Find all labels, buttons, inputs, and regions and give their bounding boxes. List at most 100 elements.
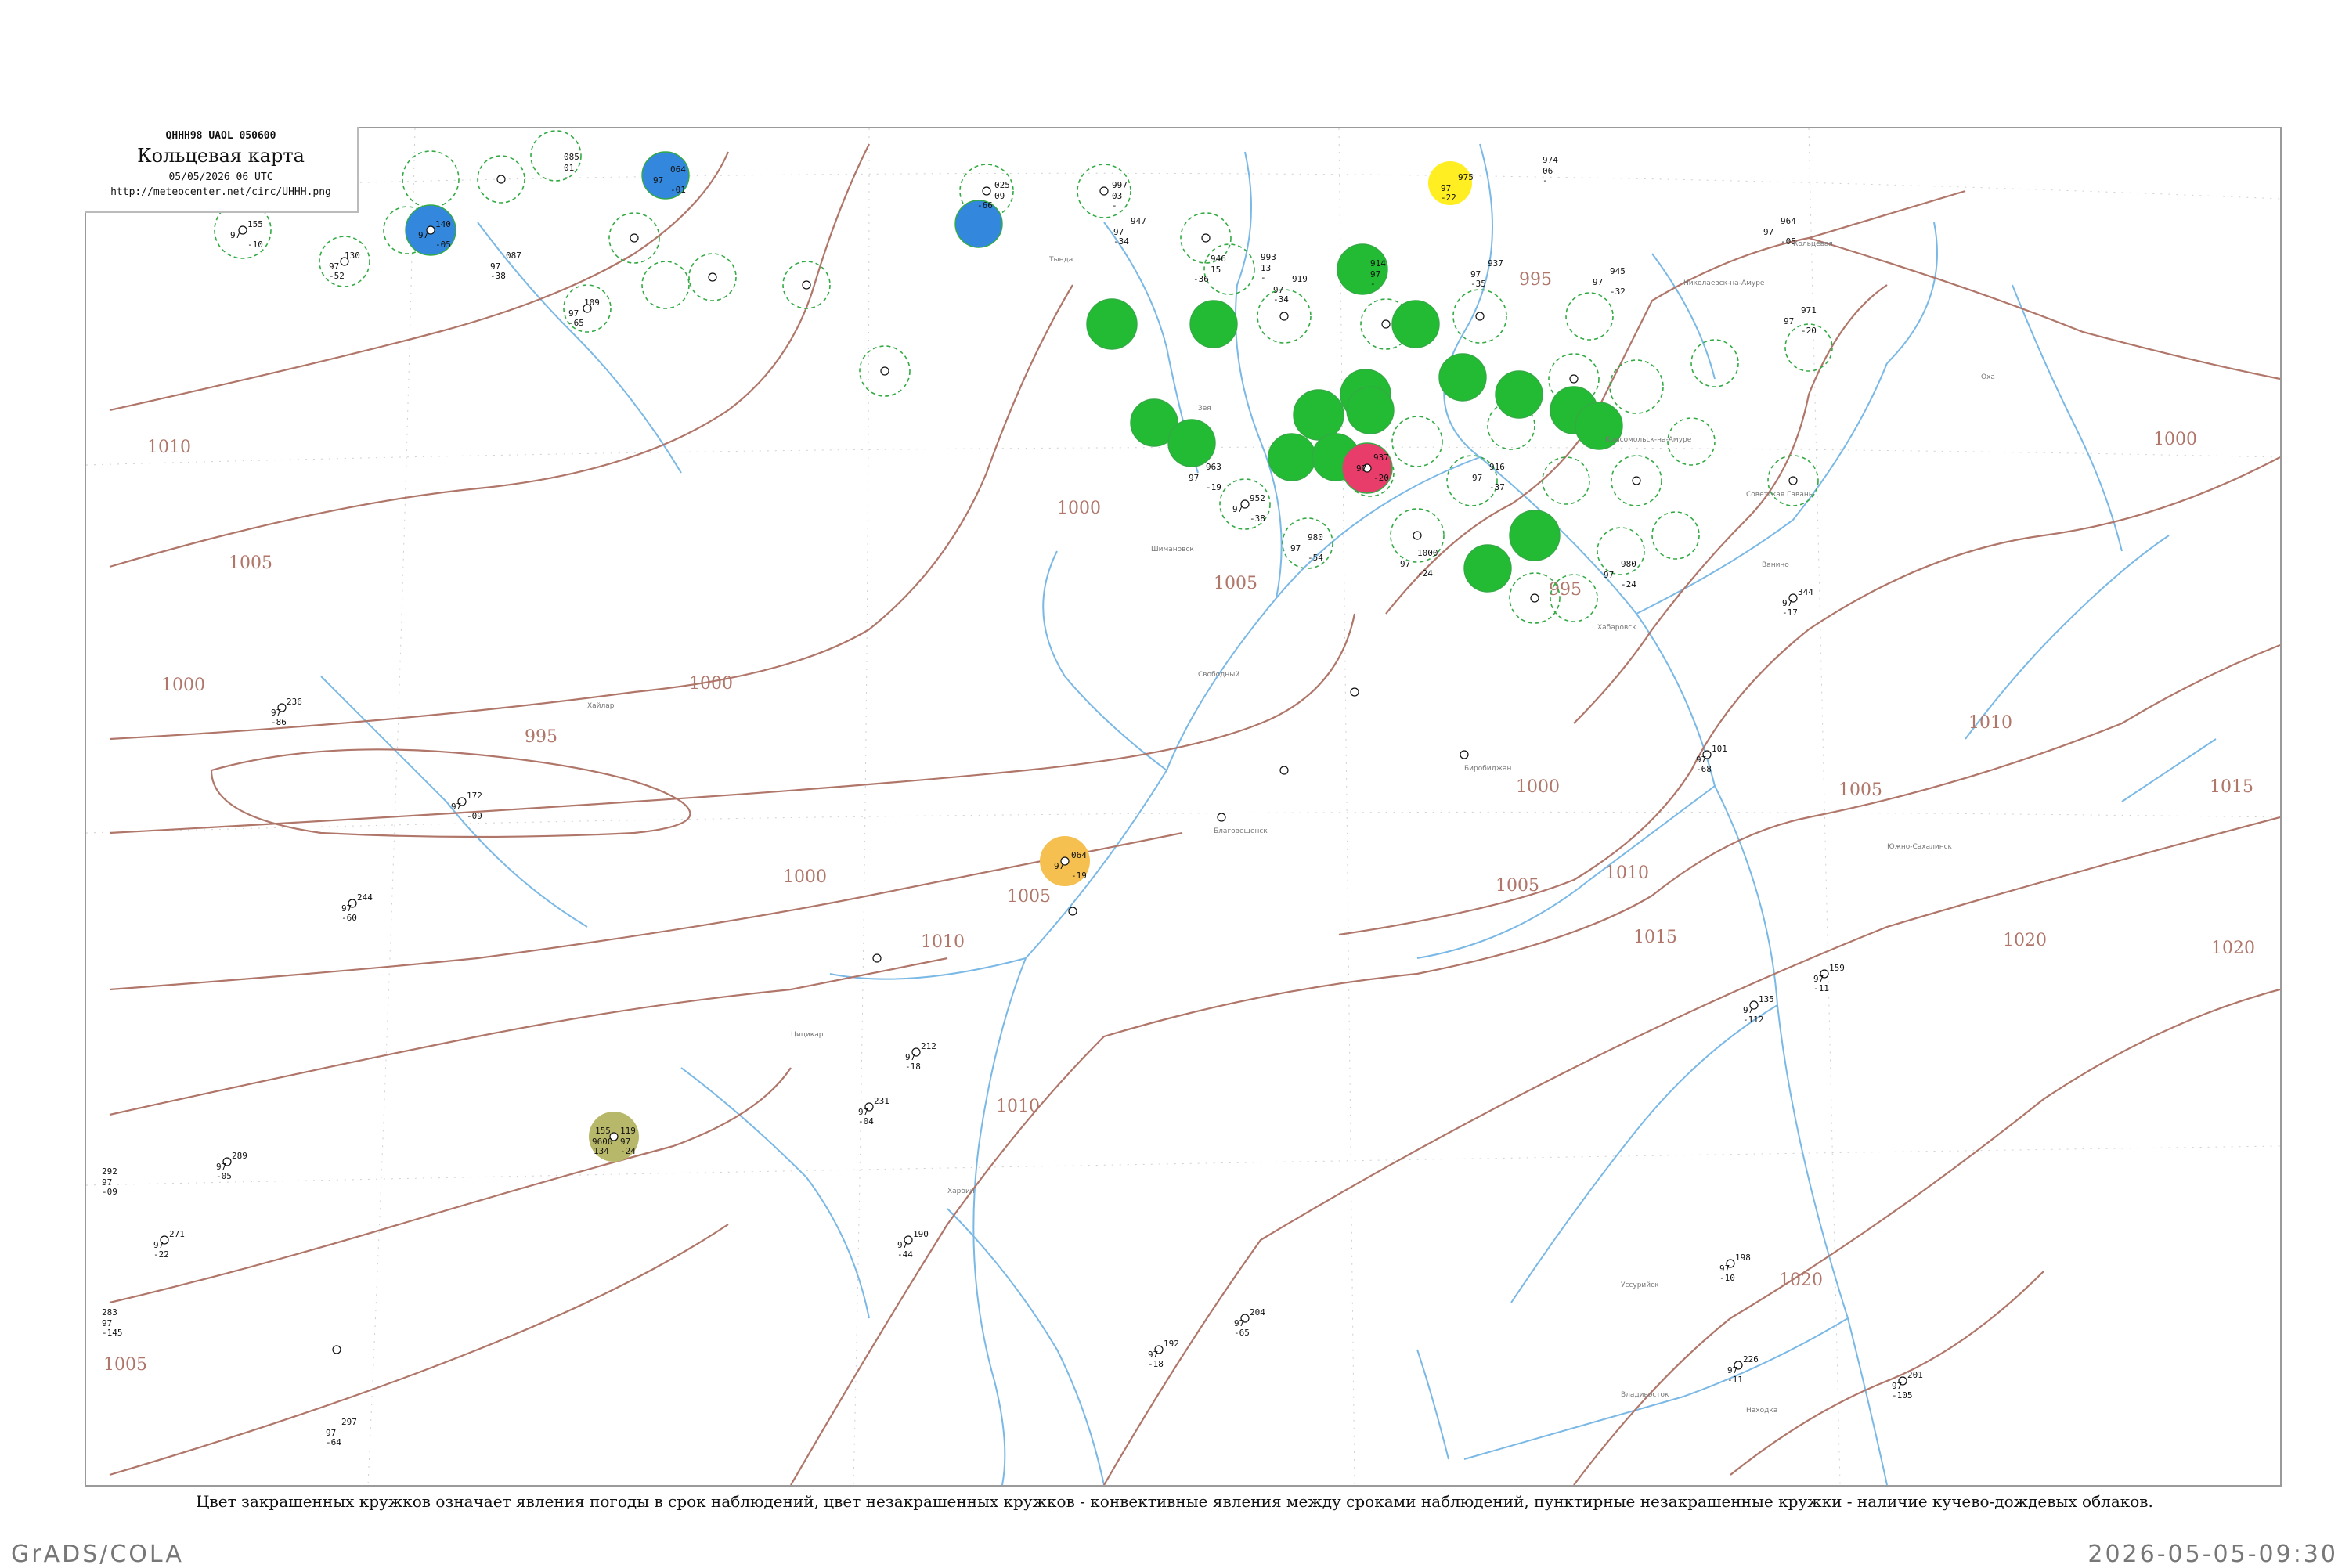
station-data-p: 190	[913, 1229, 929, 1239]
station-data-p: 997	[1112, 180, 1128, 190]
isobar-label: 1005	[1007, 887, 1051, 907]
station-data-d: -10	[247, 240, 263, 250]
station-data-p: 212	[921, 1041, 936, 1051]
isobars	[109, 143, 2280, 1485]
station-data-t: 97	[1696, 755, 1706, 765]
station-data-t: 97	[1743, 1005, 1753, 1015]
station-data-t: 97	[1273, 285, 1283, 295]
station-data-t: 97	[216, 1162, 226, 1172]
station-data: 140 97 -05 155 97 -10 130 97 -52 109 97 …	[102, 152, 1923, 1447]
isobar-label: 1000	[783, 867, 827, 887]
map-grid	[86, 128, 2280, 1485]
isobar-label: 1005	[1838, 780, 1882, 800]
isobar-label: 1005	[1214, 574, 1257, 593]
station-data-d: -01	[670, 185, 686, 195]
station-data-d: -09	[102, 1187, 117, 1197]
station-data-p: 204	[1250, 1307, 1265, 1317]
station-data-t: 97	[1356, 463, 1366, 474]
station-data-d: -44	[897, 1249, 913, 1260]
footer-credit: GrADS/COLA	[11, 1541, 184, 1568]
station-data-d: -18	[1148, 1359, 1164, 1369]
station-data-t: 97	[1234, 1318, 1244, 1328]
station-data-d: -145	[102, 1328, 123, 1338]
station-data-p: 159	[1829, 963, 1845, 973]
isobar-label: 1015	[1633, 928, 1677, 947]
station-name: Комсомольск-на-Амуре	[1605, 436, 1692, 444]
station-data-t: 97	[1441, 183, 1451, 193]
isobar-label: 1020	[1779, 1271, 1823, 1290]
isobar-label: 1005	[103, 1355, 147, 1375]
station-data-t: 97	[1719, 1263, 1730, 1274]
station-data-t: 97	[1782, 598, 1792, 608]
station-data-p: 236	[287, 697, 302, 707]
station-data-p: 292	[102, 1166, 117, 1177]
station-data-t: 97	[1054, 861, 1064, 871]
station-name: Тында	[1048, 256, 1073, 264]
station-data-d: -05	[1781, 236, 1796, 247]
isobar-label: 995	[525, 727, 557, 747]
station-data-t: 97	[568, 308, 579, 319]
station-data-t: 97	[1763, 227, 1773, 237]
weather-circle-rain	[1391, 300, 1440, 348]
station-data-p: 064	[1071, 850, 1087, 860]
isobar-label: 1005	[1496, 876, 1539, 896]
station-data-d: -19	[1206, 482, 1221, 492]
rivers	[320, 143, 2217, 1485]
station-name: Цицикар	[791, 1031, 824, 1039]
isobar-label: 1015	[2210, 777, 2253, 797]
station-data-t: 97	[897, 1240, 907, 1250]
isobar-label: 1010	[1968, 713, 2012, 733]
station-data-d: -05	[435, 240, 451, 250]
station-data-p: 172	[467, 791, 482, 801]
station-data-t: 01	[564, 163, 574, 173]
station-data-d: -11	[1813, 983, 1829, 993]
station-data-p: 226	[1743, 1354, 1759, 1364]
isobar-label: 1010	[147, 438, 191, 457]
station-data-t: 97	[905, 1052, 915, 1062]
station-data-t: 97	[1892, 1381, 1902, 1391]
weather-circle-rain	[1509, 510, 1561, 561]
station-data-d: -52	[329, 271, 345, 281]
station-data-d: -35	[1470, 279, 1486, 289]
station-data-p: 140	[435, 219, 451, 229]
station-data-p: 025	[994, 180, 1010, 190]
station-data-t: 97	[1113, 227, 1124, 237]
station-name: Благовещенск	[1214, 827, 1268, 835]
station-data-t: 97	[1232, 504, 1243, 514]
station-data-d: -105	[1892, 1390, 1913, 1400]
bulletin-code: QHHH98 UAOL 050600	[165, 130, 276, 142]
weather-circle-snow	[954, 200, 1003, 248]
station-name: Владивосток	[1621, 1391, 1669, 1399]
station-data-p: 198	[1735, 1253, 1751, 1263]
weather-circle-rain	[1337, 243, 1388, 295]
station-name: Биробиджан	[1464, 765, 1511, 773]
isobar-label: 1000	[1516, 777, 1560, 797]
station-data-p: 135	[1759, 994, 1774, 1004]
station-markers	[160, 175, 1907, 1386]
station-data-d: -68	[1696, 764, 1712, 774]
station-data-t: 97	[858, 1107, 868, 1117]
station-data-p: 947	[1131, 216, 1146, 226]
map-title: Кольцевая карта	[137, 145, 305, 167]
station-data-d: -65	[568, 318, 584, 328]
station-data-d: -32	[1610, 287, 1626, 297]
station-data-d: -37	[1489, 482, 1505, 492]
station-data-p: 155	[595, 1126, 611, 1136]
station-name: Свободный	[1198, 671, 1239, 679]
station-data-t: 97	[1400, 559, 1410, 569]
weather-map: 1010 1005 1000 995 1000 1005 1000 1000 9…	[86, 128, 2280, 1485]
isobar-label: 1010	[996, 1097, 1040, 1116]
station-data-d: -20	[1373, 473, 1389, 483]
station-data-p: 914	[1370, 258, 1386, 269]
weather-circle-rain	[1438, 353, 1487, 402]
station-data-d: -24	[620, 1146, 636, 1156]
station-data-p: 937	[1373, 452, 1389, 463]
station-data-d: -54	[1308, 553, 1323, 563]
weather-circle-fog	[1428, 161, 1472, 205]
weather-circle-rain	[1293, 389, 1344, 441]
station-data-d: -112	[1743, 1015, 1764, 1025]
map-url: http://meteocenter.net/circ/UHHH.png	[110, 186, 331, 198]
station-data-p: 244	[357, 892, 373, 903]
station-data-t: 97	[1189, 473, 1199, 483]
station-data-p: 945	[1610, 266, 1626, 276]
